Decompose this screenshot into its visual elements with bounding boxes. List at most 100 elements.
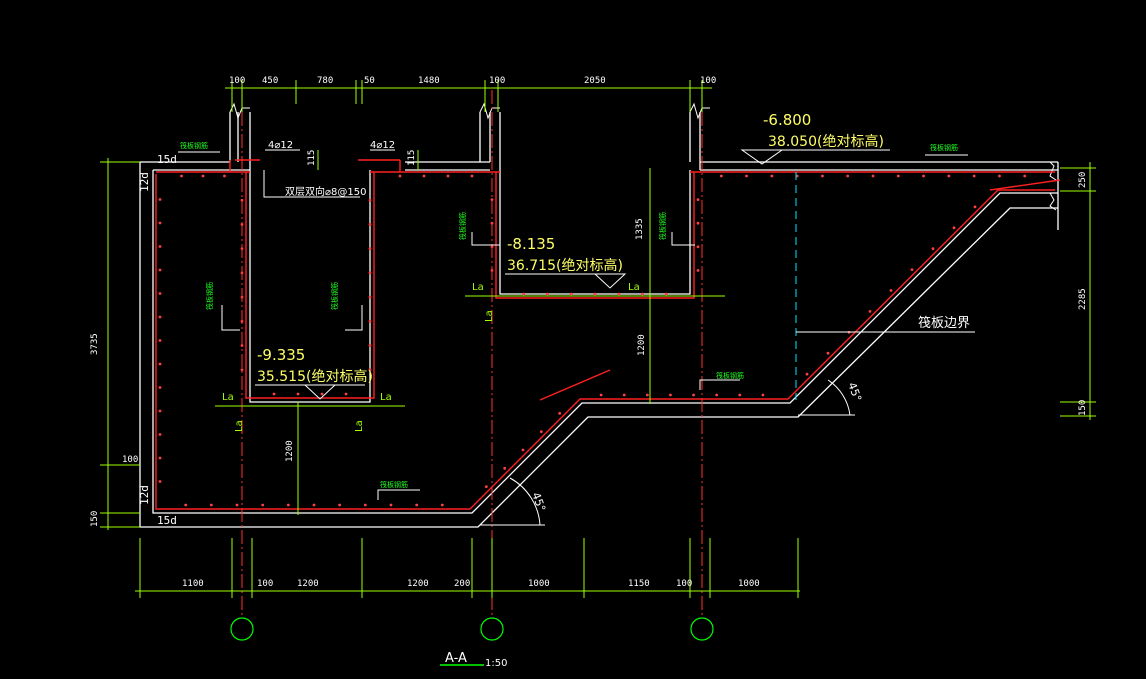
rebar-dot [546,292,549,296]
rebar-label-1: 4⌀12 [268,140,293,151]
top-dim-4: 50 [364,76,375,86]
elevation-marker-3: -9.335 35.515(绝对标高) [255,346,373,400]
elevation-marker-2: -8.135 36.715(绝对标高) [505,235,627,289]
bottom-dim-2: 100 [257,579,273,589]
top-dim-2: 450 [262,76,278,86]
rebar-dot [745,174,748,178]
rebar-dot [821,174,824,178]
rebar-dot [368,368,372,372]
rebar-dot [320,392,324,396]
top-dimension-chain [225,80,712,112]
small-dim-1: 115 [307,150,317,166]
grid-bubble-2 [480,617,504,641]
rebar-dot [209,503,213,507]
top-dim-8: 100 [700,76,716,86]
rebar-dot [692,393,695,397]
rebar-dot [931,247,935,251]
elevation-marker-1: -6.800 38.050(绝对标高) [740,111,890,165]
top-dim-1: 100 [229,76,245,86]
rebar-dot [312,503,316,507]
rebar-dot [1023,174,1027,178]
rebar-dot [368,247,372,251]
rebar-dot [158,480,162,483]
rebar-dot [805,372,809,376]
rebar-dot [696,198,700,202]
rebar-dot [715,393,719,397]
rebar-dot [622,393,626,397]
pit1-depth-dim: 1200 [285,440,295,462]
rebar-dot [158,268,162,272]
elevation-3-relative: -9.335 [257,346,305,364]
top-dim-6: 100 [489,76,505,86]
anchor-15d-top: 15d [157,153,177,166]
angle-1-label: 45° [529,491,548,514]
rebar-dot [415,503,419,507]
rebar-dot [896,174,900,178]
rebar-dot [158,456,162,460]
bottom-dimension-texts: 1100 100 1200 1200 200 1000 1150 100 100… [182,579,760,589]
rebar-dot [973,205,977,209]
rebar-dot [972,174,976,178]
rebar-dot [952,226,956,230]
left-dim-bottom: 150 [90,511,100,527]
rebar-dot [184,503,188,507]
bottom-dimension-chain [135,538,800,598]
rebar-dot [558,411,562,415]
distribution-label: 双层双向⌀8@150 [285,185,366,198]
rebar-dot [696,221,700,225]
rebar-dot [158,339,162,342]
right-dim-middle: 2285 [1078,288,1088,310]
bottom-dim-9: 1000 [738,579,760,589]
rebar-dot [389,503,393,507]
rebar-dot [503,466,507,470]
top-slab-outline [140,161,1058,171]
outer-outline [139,162,1058,528]
rebar-dot [398,174,402,178]
note-label-6: 筏板钢筋 [716,371,744,380]
rebar-dot [272,392,276,396]
rebar-dot [641,292,644,296]
grid-bubble-3 [690,617,714,641]
rebar-outer [155,174,1055,510]
rebar-dot [344,392,348,396]
rebar-dot [368,223,372,226]
inner-dimension-lines [297,150,651,515]
rebar-pit1 [245,172,375,399]
note-label-1: 筏板钢筋 [180,141,208,150]
rebar-dot [158,292,162,295]
left-dimension-chain [100,158,140,530]
bottom-dim-7: 1150 [628,579,650,589]
rebar-dot [223,174,226,178]
rebar-dot [286,503,290,507]
note-label-7: 筏板钢筋 [458,212,467,240]
bottom-dim-6: 1000 [528,579,550,589]
section-scale: 1:50 [485,658,507,669]
rebar-dot [368,344,372,347]
rebar-dot [201,174,205,178]
anchor-12d-bottom: 12d [138,485,151,505]
inner-outline [152,170,1058,514]
rebar-dot [158,315,162,319]
anchor-12d-top: 12d [138,172,151,192]
rebar-dot [158,433,162,436]
rebar-dot [738,393,742,397]
la-label-4: La [628,282,640,293]
angle-2-label: 45° [845,381,864,404]
rebar-dot [470,174,474,178]
pit1-outline [237,112,371,403]
rebar-dot [846,174,850,178]
rebar-dot [484,485,488,489]
right-dim-bottom: 150 [1078,400,1088,416]
rebar-dot [180,174,183,178]
break-marks [229,102,1057,211]
rebar-dot [368,319,372,323]
angle-marker-2: 45° [798,379,864,416]
raft-boundary-label: 筏板边界 [918,315,970,331]
axis-lines [241,90,703,615]
rebar-dot [158,245,162,248]
rebar-dot [368,198,372,202]
rebar-dot [363,503,367,507]
rebar-dot [446,174,450,178]
rebar-dot [761,393,765,397]
